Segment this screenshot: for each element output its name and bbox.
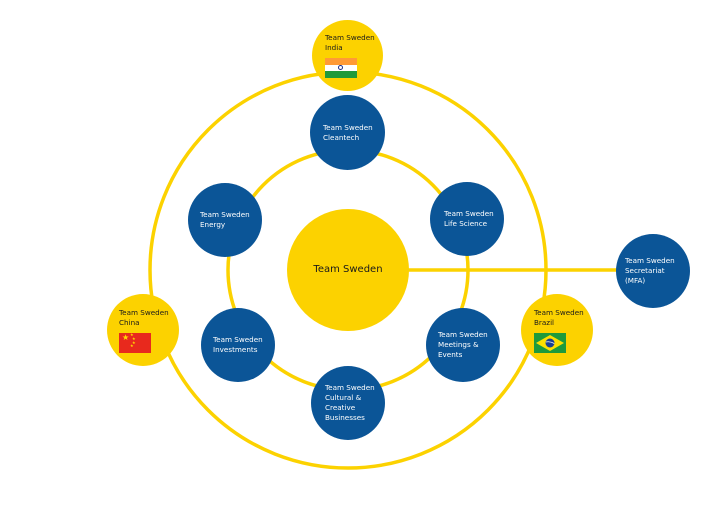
node-label: Team Sweden Cultural & Creative Business… [325, 383, 375, 422]
node-team-sweden-cleantech[interactable]: Team Sweden Cleantech [310, 95, 385, 170]
node-label: Team Sweden Brazil [534, 307, 584, 327]
node-label: Team Sweden China [119, 307, 169, 327]
node-label: Team Sweden Cleantech [323, 122, 373, 142]
node-label: Team Sweden Meetings & Events [438, 330, 488, 359]
node-team-sweden-brazil[interactable]: Team Sweden Brazil [521, 294, 593, 366]
node-team-sweden-cultural-creative[interactable]: Team Sweden Cultural & Creative Business… [311, 366, 385, 440]
india-flag-icon [325, 58, 357, 78]
node-team-sweden-secretariat[interactable]: Team Sweden Secretariat (MFA) [616, 234, 690, 308]
node-label: Team Sweden Energy [200, 210, 250, 229]
brazil-flag-icon [534, 332, 566, 353]
node-team-sweden-china[interactable]: Team Sweden China ★ ★ ★ ★ ★ [107, 294, 179, 366]
center-label: Team Sweden [313, 264, 383, 275]
node-label: Team Sweden Investments [213, 335, 263, 354]
node-label: Team Sweden Life Science [444, 209, 494, 228]
china-flag-icon: ★ ★ ★ ★ ★ [119, 332, 151, 353]
node-label: Team Sweden Secretariat (MFA) [625, 256, 675, 285]
node-team-sweden-center[interactable]: Team Sweden [287, 209, 409, 331]
node-team-sweden-meetings-events[interactable]: Team Sweden Meetings & Events [426, 308, 500, 382]
node-team-sweden-life-science[interactable]: Team Sweden Life Science [430, 182, 504, 256]
node-team-sweden-energy[interactable]: Team Sweden Energy [188, 183, 262, 257]
node-label: Team Sweden India [325, 33, 375, 52]
node-team-sweden-investments[interactable]: Team Sweden Investments [201, 308, 275, 382]
node-team-sweden-india[interactable]: Team Sweden India [312, 20, 383, 91]
